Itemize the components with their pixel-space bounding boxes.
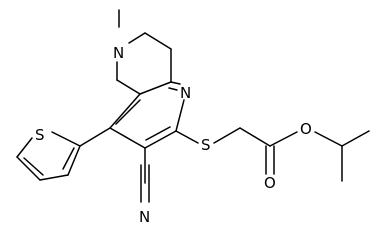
bond-s-c5 <box>16 137 33 158</box>
bond-ch-ch3-up <box>341 130 370 147</box>
bond-ch2-co <box>239 127 271 147</box>
atom-s-thioether: S <box>201 136 211 154</box>
bond-c2-s <box>175 130 199 144</box>
bond-thio-s <box>51 131 81 147</box>
bond-c4-c4a <box>109 93 141 129</box>
bond-o-ch <box>314 131 343 147</box>
bond-c5-c4-double <box>23 157 44 176</box>
atom-o-carbonyl: O <box>264 174 276 192</box>
bond-c8a-c4a <box>139 81 172 95</box>
bond-c8a-npy <box>170 81 181 85</box>
atom-n-methyl: N <box>113 44 124 62</box>
bond-c5-c4 <box>16 156 41 181</box>
bond-n-c-upper <box>128 32 146 44</box>
bond-ch2-ch2 <box>144 32 172 50</box>
bond-c8a-npy-double <box>168 87 178 91</box>
bond-npy-c2 <box>175 99 185 132</box>
bond-c2-c3-double <box>145 126 171 141</box>
bond-c3t-c2t <box>67 145 81 176</box>
molecule-diagram: N N S S O O N <box>16 9 370 226</box>
bond-c4-thio <box>79 127 111 147</box>
bond-ch2-c4a <box>116 79 141 95</box>
bond-c3-c4 <box>109 127 146 149</box>
atom-n-nitrile: N <box>139 208 150 226</box>
bond-c4-c3t <box>39 174 69 181</box>
atom-o-ester: O <box>300 120 312 138</box>
bond-c4-c4a-double <box>115 99 141 125</box>
atom-s-thiophene: S <box>35 126 45 144</box>
bond-c2-c3 <box>144 130 177 149</box>
atom-n-pyridine: N <box>180 84 191 102</box>
bond-co-o <box>269 131 298 147</box>
bond-c3t-c2t-double <box>62 147 75 170</box>
molecule-svg: N N S S O O N <box>16 9 370 226</box>
bond-s-ch2 <box>213 127 241 144</box>
